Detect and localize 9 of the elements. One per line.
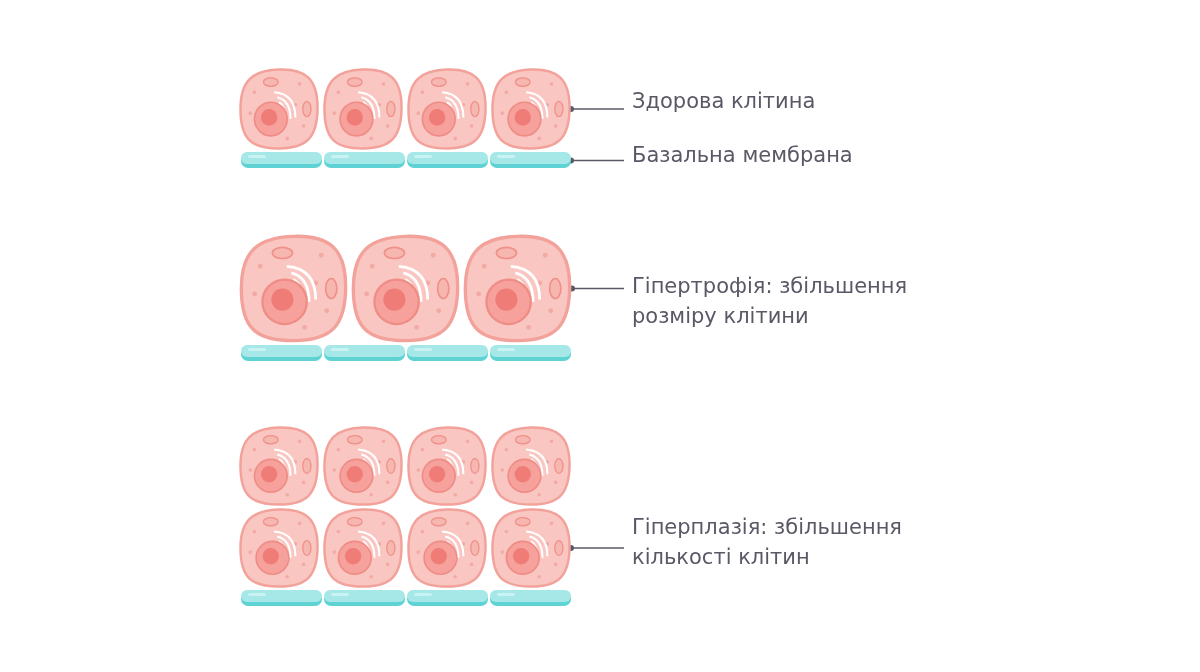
label-text: Гіпертрофія: збільшення розміру клітини <box>632 271 962 331</box>
cell-drawing <box>490 67 572 151</box>
leader-line <box>568 157 625 164</box>
membrane-segment-drawing <box>489 152 572 169</box>
cell-drawing <box>490 507 572 589</box>
label-text: Гіперплазія: збільшення кількості клітин <box>632 512 962 572</box>
label-text: Базальна мембрана <box>632 140 962 170</box>
label-text: Здорова клітина <box>632 86 962 116</box>
cell-drawing <box>462 233 573 344</box>
